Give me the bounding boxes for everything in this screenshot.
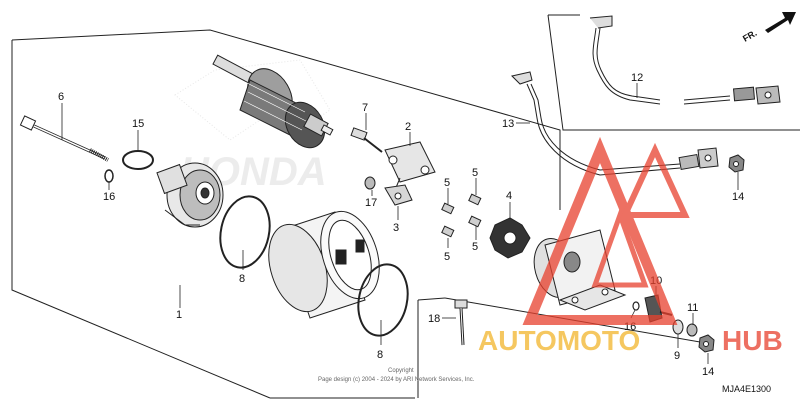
small-nut: [364, 176, 376, 190]
brush: [384, 184, 413, 206]
cable-box: [547, 14, 800, 131]
callout-5b: 5: [444, 251, 450, 263]
callout-8b: 8: [377, 349, 383, 361]
callout-7: 7: [362, 102, 368, 114]
o-ring-large-upper: [219, 195, 271, 269]
callout-2: 2: [405, 121, 411, 133]
callout-17: 17: [365, 197, 377, 209]
arrow-icon: [765, 12, 796, 33]
battery-cable: [589, 15, 781, 105]
callout-14b: 14: [702, 366, 714, 378]
callout-14a: 14: [732, 191, 744, 203]
motor-case: [268, 210, 380, 319]
callout-5c: 5: [472, 167, 478, 179]
washer-11: [686, 323, 698, 337]
washer-small-right: [632, 301, 640, 311]
front-cover: [156, 162, 224, 228]
fr-label: FR.: [741, 28, 759, 44]
copyright-line-2: Page design (c) 2004 - 2024 by ARI Netwo…: [318, 377, 475, 383]
armature: [212, 54, 334, 149]
watermark-text-part2: HUB: [722, 325, 783, 356]
callout-6: 6: [58, 91, 64, 103]
o-ring-large-lower: [357, 263, 409, 337]
leader-lines: [61, 83, 739, 364]
callout-4: 4: [506, 190, 512, 202]
callout-3: 3: [393, 222, 399, 234]
callout-5a: 5: [444, 177, 450, 189]
part-code: MJA4E1300: [722, 384, 771, 394]
callout-12: 12: [631, 72, 643, 84]
nut-upper: [728, 154, 745, 173]
coupling: [489, 217, 531, 259]
watermark-text-part1: AUTOMOTO: [478, 325, 640, 356]
callout-11: 11: [687, 302, 698, 314]
flange-bolt: [454, 299, 468, 346]
brush-springs: [441, 193, 482, 238]
starter-cable: [511, 71, 719, 176]
copyright-line-1: Copyright: [388, 368, 414, 374]
front-direction-indicator: FR.: [741, 12, 796, 44]
callout-5d: 5: [472, 241, 478, 253]
callout-9: 9: [674, 350, 680, 362]
nut-lower: [698, 334, 715, 353]
callout-18: 18: [428, 313, 440, 325]
callout-8a: 8: [239, 273, 245, 285]
screw: [350, 127, 383, 153]
callout-16a: 16: [103, 191, 115, 203]
washer-small-left: [104, 169, 114, 183]
automotohub-watermark: AUTOMOTO HUB: [478, 136, 783, 356]
callout-13: 13: [502, 118, 514, 130]
brush-holder: [384, 141, 436, 196]
callout-1: 1: [176, 309, 182, 321]
long-bolt: [19, 115, 109, 162]
assembly-boundary: [11, 29, 561, 399]
callout-15: 15: [132, 118, 144, 130]
o-ring-small: [122, 150, 154, 170]
